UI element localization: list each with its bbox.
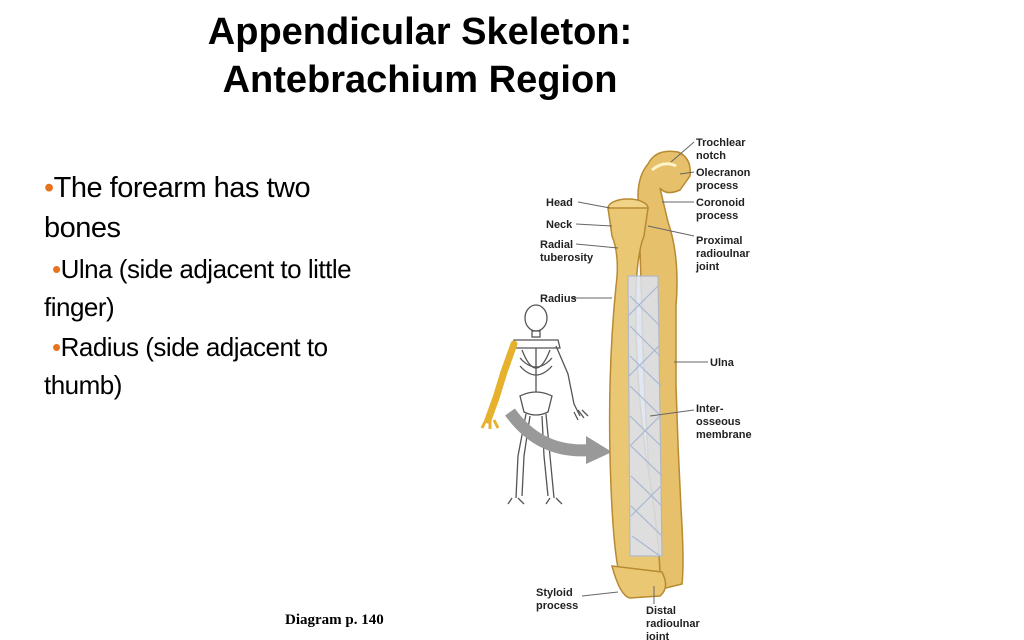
leader-lines	[572, 141, 708, 604]
bullet-text: Radius (side adjacent to thumb)	[44, 332, 328, 400]
highlighted-hand	[480, 419, 500, 429]
bullet-list: •The forearm has two bones •Ulna (side a…	[44, 168, 374, 404]
label-neck: Neck	[546, 219, 573, 231]
bullet-marker: •	[52, 332, 61, 362]
title-line-1: Appendicular Skeleton:	[207, 11, 633, 53]
highlighted-arm	[484, 340, 518, 424]
skeleton-figure	[507, 304, 589, 505]
zoom-arrow-head	[586, 436, 612, 464]
bullet-ulna: •Ulna (side adjacent to little finger)	[44, 250, 374, 326]
label-head: Head	[546, 197, 573, 209]
label-ulna: Ulna	[710, 357, 735, 369]
bullet-marker: •	[44, 172, 54, 204]
interosseous-membrane	[627, 275, 663, 557]
bullet-forearm: •The forearm has two bones	[44, 168, 374, 248]
bullet-radius: •Radius (side adjacent to thumb)	[44, 328, 374, 404]
slide-title: Appendicular Skeleton: Antebrachium Regi…	[150, 8, 690, 104]
bullet-text: Ulna (side adjacent to little finger)	[44, 254, 352, 322]
title-line-2: Antebrachium Region	[222, 59, 618, 101]
diagram-caption: Diagram p. 140	[285, 612, 384, 628]
zoom-arrow	[505, 408, 591, 457]
label-radius: Radius	[540, 293, 577, 305]
bullet-marker: •	[52, 254, 61, 284]
bullet-text: The forearm has two bones	[44, 172, 311, 244]
